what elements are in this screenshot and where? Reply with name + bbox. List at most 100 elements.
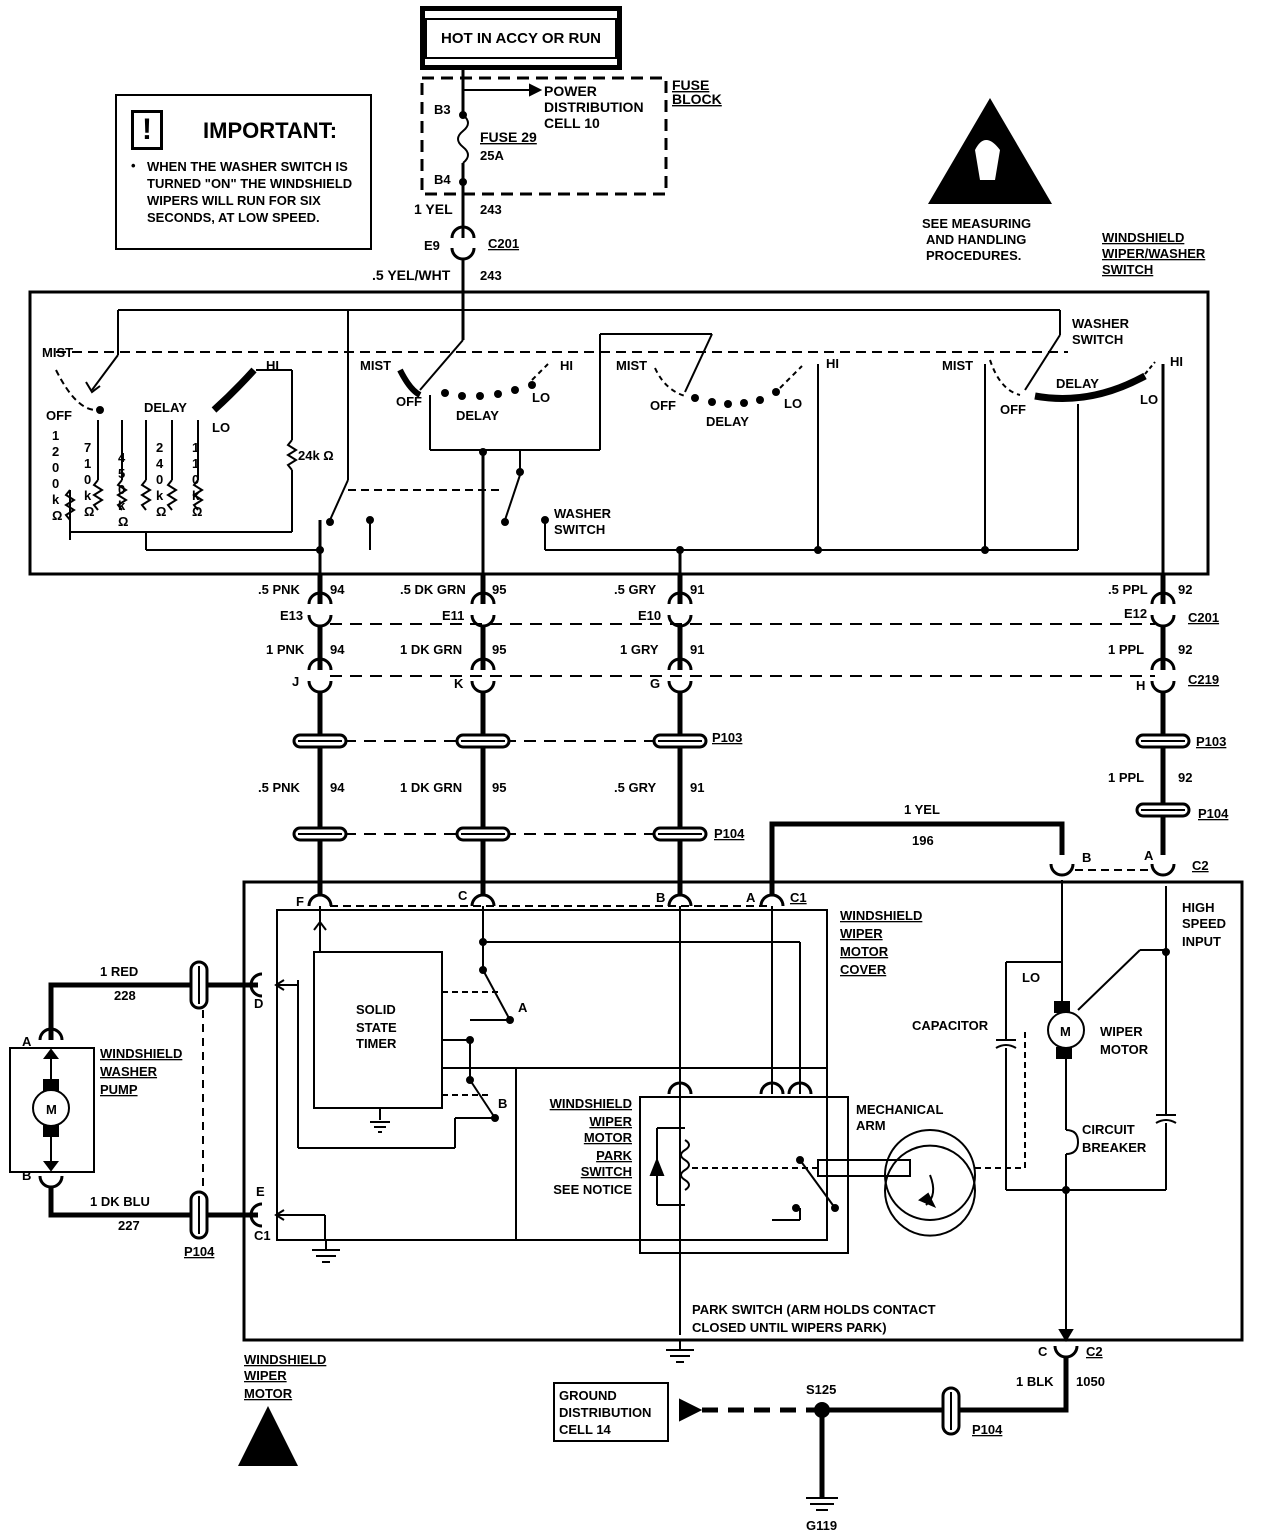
c201-top-label: C201 [488,236,519,251]
park-5: SWITCH [581,1164,632,1179]
park-switch-box [639,1096,849,1254]
switch-title-1: WINDSHIELD [1102,230,1184,245]
mist-label-3: MIST [616,358,647,373]
fuse-pin-b4: B4 [434,172,451,187]
esd-text-1: SEE MEASURING [922,216,1031,231]
park-4: PARK [596,1148,632,1163]
delay-label-4: DELAY [1056,376,1099,391]
w3-circuit3: 92 [1178,770,1192,785]
w3-gauge3: 1 PPL [1108,770,1144,785]
ground-box-line-3: CELL 14 [559,1422,611,1437]
motor-m: M [1060,1024,1071,1039]
pump-title-1: WINDSHIELD [100,1046,182,1061]
hi-label-3: HI [826,356,839,371]
w3-gauge: .5 PPL [1108,582,1148,597]
timer-1: SOLID [356,1002,396,1017]
esd-warning-small-icon [238,1406,298,1466]
out-gauge: .5 YEL/WHT [372,267,451,283]
fuse-29-symbol [457,114,469,164]
washer-switch-1b: SWITCH [554,522,605,537]
solid-state-timer [313,951,443,1109]
ground-p104: P104 [972,1422,1003,1437]
w3-c219: H [1136,678,1145,693]
wiper-motor-box [242,880,1244,1342]
capacitor-label: CAPACITOR [912,1018,989,1033]
park-1: WINDSHIELD [550,1096,632,1111]
relay-b: B [498,1096,507,1111]
ground-distribution-box: GROUND DISTRIBUTION CELL 14 [553,1382,669,1442]
w1-circuit3: 95 [492,780,506,795]
timer-3: TIMER [356,1036,397,1051]
wiper-motor-2: MOTOR [1100,1042,1149,1057]
switch-title-2: WIPER/WASHER [1102,246,1206,261]
c1-pin-f: F [296,894,304,909]
park-note-1: PARK SWITCH (ARM HOLDS CONTACT [692,1302,936,1317]
w0-gauge3: .5 PNK [258,780,301,795]
splice-s125: S125 [806,1382,836,1397]
p103-label-2: P103 [1196,734,1226,749]
washer-switch-2a: WASHER [1072,316,1130,331]
feed-circuit: 243 [480,202,502,217]
cover-title-3: MOTOR [840,944,889,959]
high-speed-3: INPUT [1182,934,1221,949]
w2-c219: G [650,676,660,691]
power-dist-2: DISTRIBUTION [544,99,644,115]
w2-circuit3: 91 [690,780,704,795]
w2-pin: E10 [638,608,661,623]
off-label-1: OFF [46,408,72,423]
resistor-24k: 24k Ω [298,448,334,463]
park-2: WIPER [589,1114,632,1129]
w0-gauge2: 1 PNK [266,642,305,657]
fuse-block-title-1: FUSE [672,77,709,93]
fuse-name: FUSE 29 [480,129,537,145]
w2-gauge2: 1 GRY [620,642,659,657]
c2-pin-b: B [1082,850,1091,865]
mist-label-4: MIST [942,358,973,373]
motor-title-1: WINDSHIELD [244,1352,326,1367]
pump-red-gauge: 1 RED [100,964,138,979]
w3-gauge2: 1 PPL [1108,642,1144,657]
breaker-1: CIRCUIT [1082,1122,1135,1137]
yel-gauge: 1 YEL [904,802,940,817]
c201-pin-e9: E9 [424,238,440,253]
feed-gauge: 1 YEL [414,201,453,217]
c2-label-bottom: C2 [1086,1344,1103,1359]
important-bullet: • [131,158,136,173]
motor-cover-box [276,909,828,1241]
w3-pin: E12 [1124,606,1147,621]
hi-label-4: HI [1170,354,1183,369]
off-label-2: OFF [396,394,422,409]
fuse-block-title-2: BLOCK [672,91,722,107]
w1-circuit: 95 [492,582,506,597]
high-speed-2: SPEED [1182,916,1226,931]
off-label-3: OFF [650,398,676,413]
lo-label-1: LO [212,420,230,435]
p103-label-1: P103 [712,730,742,745]
power-dist-1: POWER [544,83,597,99]
c1-pin-b: B [656,890,665,905]
pump-p104: P104 [184,1244,215,1259]
w0-gauge: .5 PNK [258,582,301,597]
out-circuit: 243 [480,268,502,283]
w2-circuit2: 91 [690,642,704,657]
breaker-2: BREAKER [1082,1140,1147,1155]
w3-circuit2: 92 [1178,642,1192,657]
mech-arm-1: MECHANICAL [856,1102,943,1117]
pump-pin-a: A [22,1034,32,1049]
high-speed-1: HIGH [1182,900,1215,915]
delay-label-2: DELAY [456,408,499,423]
park-6: SEE NOTICE [553,1182,632,1197]
p104-label-1: P104 [714,826,745,841]
w3-circuit: 92 [1178,582,1192,597]
mist-label-2: MIST [360,358,391,373]
switch-title-3: SWITCH [1102,262,1153,277]
w1-c219: K [454,676,464,691]
pump-blu-circuit: 227 [118,1218,140,1233]
w2-gauge3: .5 GRY [614,780,656,795]
hi-label-2: HI [560,358,573,373]
w1-gauge: .5 DK GRN [400,582,466,597]
